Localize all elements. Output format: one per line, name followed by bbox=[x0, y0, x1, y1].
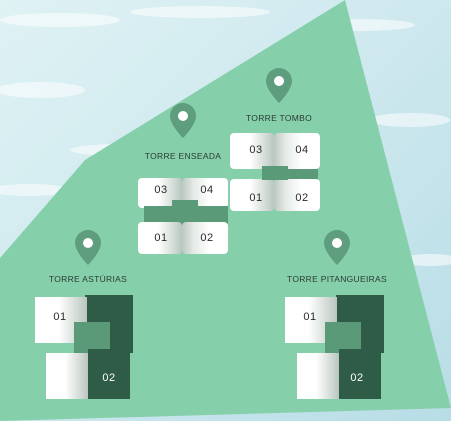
tower-enseada-building[interactable] bbox=[138, 178, 228, 254]
unit-label: 01 bbox=[249, 192, 263, 204]
unit-label: 04 bbox=[200, 184, 214, 196]
unit-label: 04 bbox=[295, 144, 309, 156]
unit-label: 02 bbox=[102, 372, 116, 384]
tower-asturias-label: TORRE ASTÚRIAS bbox=[48, 274, 128, 284]
unit-label: 02 bbox=[350, 372, 364, 384]
tower-enseada-label: TORRE ENSEADA bbox=[144, 151, 222, 161]
unit-label: 02 bbox=[295, 192, 309, 204]
unit-label: 01 bbox=[303, 311, 317, 323]
unit-label: 03 bbox=[249, 144, 263, 156]
pin-icon[interactable] bbox=[324, 230, 350, 265]
tower-tombo-building[interactable] bbox=[230, 133, 320, 211]
unit-label: 01 bbox=[53, 311, 67, 323]
unit-label: 01 bbox=[154, 232, 168, 244]
tower-asturias-building[interactable] bbox=[35, 295, 133, 399]
tower-pitangueiras-building[interactable] bbox=[285, 295, 384, 399]
pin-icon[interactable] bbox=[170, 103, 196, 138]
unit-label: 02 bbox=[200, 232, 214, 244]
tower-pitangueiras-label: TORRE PITANGUEIRAS bbox=[286, 274, 388, 284]
pin-icon[interactable] bbox=[266, 68, 292, 103]
pin-icon[interactable] bbox=[75, 230, 101, 265]
unit-label: 03 bbox=[154, 184, 168, 196]
tower-tombo-label: TORRE TOMBO bbox=[245, 113, 313, 123]
